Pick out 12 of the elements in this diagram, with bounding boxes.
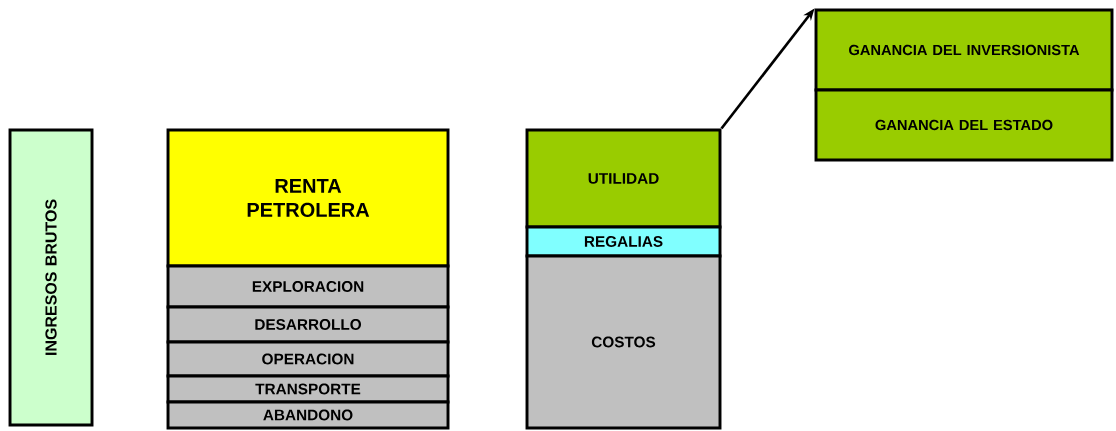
result-box: GANANCIA DEL ESTADO [814, 88, 1114, 162]
segment-box: DESARROLLO [166, 305, 450, 344]
segment-box: REGALIAS [525, 225, 722, 258]
revenue-bar: INGRESOS BRUTOS [8, 128, 94, 427]
result-box: GANANCIA DEL INVERSIONISTA [814, 8, 1114, 92]
segment-box: COSTOS [525, 254, 722, 430]
segment-box: OPERACION [166, 340, 450, 378]
segment-box: RENTA PETROLERA [166, 128, 450, 268]
segment-box: TRANSPORTE [166, 374, 450, 404]
segment-box: ABANDONO [166, 400, 450, 430]
segment-box: UTILIDAD [525, 128, 722, 229]
segment-box: EXPLORACION [166, 264, 450, 309]
